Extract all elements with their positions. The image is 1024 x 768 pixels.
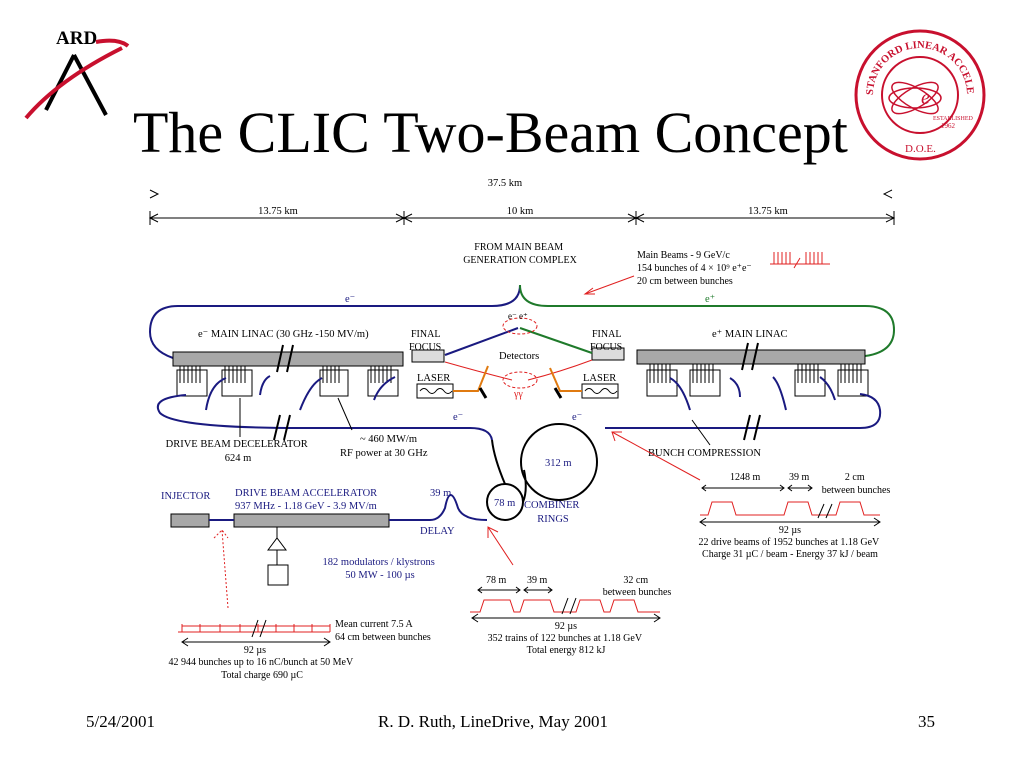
seal-established: ESTABLISHED xyxy=(933,116,974,122)
e-minus-top-label: e⁻ xyxy=(345,294,355,305)
drive-beam-decelerator-label: DRIVE BEAM DECELERATOR 624 m xyxy=(166,439,311,464)
laser-left-label: LASER xyxy=(417,373,450,384)
klystron-icon xyxy=(267,527,287,565)
from-main-beam-label: FROM MAIN BEAM GENERATION COMPLEX xyxy=(463,242,577,266)
center-length-label: 10 km xyxy=(507,206,534,217)
bunch-compression-arrow xyxy=(611,431,701,481)
positron-main-loop xyxy=(519,284,896,357)
right-pulse-a: 1248 m xyxy=(730,472,761,483)
seal-year: 1962 xyxy=(941,122,956,130)
main-beam-pulse-icon xyxy=(770,252,830,269)
delay-label: DELAY xyxy=(420,526,455,537)
left-length-label: 13.75 km xyxy=(258,206,298,217)
slac-seal-logo: STANFORD LINEAR ACCELERATOR CENTER e EST… xyxy=(853,28,986,161)
ard-logo: ARD xyxy=(24,28,130,120)
positron-linac-label: e⁺ MAIN LINAC xyxy=(712,329,788,340)
footer-page-number: 35 xyxy=(918,712,935,731)
electron-linac-label: e⁻ MAIN LINAC (30 GHz -150 MV/m) xyxy=(198,329,369,340)
positron-main-linac xyxy=(636,349,866,365)
e-minus-left-drive-label: e⁻ xyxy=(453,412,463,423)
right-pulse-b: 39 m xyxy=(789,472,810,483)
e-pair-label: e⁻ e⁺ xyxy=(508,311,528,321)
left-pulse-duration: 92 µs xyxy=(244,645,266,656)
bunch-compression-label: BUNCH COMPRESSION xyxy=(648,448,761,459)
middle-pulse-a: 78 m xyxy=(486,575,507,586)
modulators-label: 182 modulators / klystrons 50 MW - 100 µ… xyxy=(323,557,438,581)
drive-beam-lines xyxy=(156,375,882,441)
right-pulse-description: 22 drive beams of 1952 bunches at 1.18 G… xyxy=(698,537,881,560)
modulator-icon xyxy=(267,564,289,586)
e-minus-right-drive-label: e⁻ xyxy=(572,412,582,423)
combiner-ring-312m xyxy=(520,423,598,501)
electron-main-loop xyxy=(148,284,521,359)
footer-date: 5/24/2001 xyxy=(86,712,155,731)
gamma-interaction-point xyxy=(502,371,538,389)
left-pulse-description: 42 944 bunches up to 16 nC/bunch at 50 M… xyxy=(168,657,355,681)
middle-pulse-b: 39 m xyxy=(527,575,548,586)
middle-pulse-diagram xyxy=(470,599,660,613)
middle-pulse-spacing: 32 cm between bunches xyxy=(603,575,672,598)
e-plus-top-label: e⁺ xyxy=(705,294,715,305)
dimension-lines xyxy=(148,189,896,225)
right-pulse-spacing: 2 cm between bunches xyxy=(822,472,891,496)
laser-right-label: LASER xyxy=(583,373,616,384)
drive-beam-accelerator xyxy=(233,513,390,528)
seal-agency: D.O.E. xyxy=(905,143,936,155)
middle-pulse-duration: 92 µs xyxy=(555,621,577,632)
footer-author: R. D. Ruth, LineDrive, May 2001 xyxy=(378,712,608,731)
detectors-label: Detectors xyxy=(499,351,539,362)
drive-beam-decelerator-units xyxy=(176,364,869,397)
laser-left xyxy=(416,383,454,399)
left-pulse-current: Mean current 7.5 A 64 cm between bunches xyxy=(335,619,431,643)
right-pulse-diagram xyxy=(700,501,880,516)
delay-length-label: 39 m xyxy=(430,488,451,499)
ard-logo-text: ARD xyxy=(56,28,97,49)
injector xyxy=(170,513,210,528)
svg-text:e: e xyxy=(921,87,930,109)
main-beams-arrow xyxy=(584,275,635,295)
ee-interaction-point xyxy=(502,317,538,335)
drive-beam-accelerator-label: DRIVE BEAM ACCELERATOR 937 MHz - 1.18 Ge… xyxy=(235,488,380,512)
rf-power-label: ~ 460 MW/m RF power at 30 GHz xyxy=(340,434,428,459)
main-beams-label: Main Beams - 9 GeV/c 154 bunches of 4 × … xyxy=(637,250,754,287)
final-focus-right xyxy=(591,347,625,361)
laser-right xyxy=(581,383,619,399)
ring-78m-label: 78 m xyxy=(494,498,515,509)
right-pulse-duration: 92 µs xyxy=(779,525,801,536)
slide-title: The CLIC Two-Beam Concept xyxy=(133,100,848,165)
injector-label: INJECTOR xyxy=(161,491,210,502)
ring-312m-label: 312 m xyxy=(545,458,572,469)
combiner-rings-label: COMBINER RINGS xyxy=(524,500,582,525)
right-length-label: 13.75 km xyxy=(748,206,788,217)
final-focus-left xyxy=(411,349,445,363)
gamma-gamma-label: γγ xyxy=(513,389,523,400)
middle-pulse-description: 352 trains of 122 bunches at 1.18 GeV To… xyxy=(488,633,645,656)
total-length-label: 37.5 km xyxy=(488,178,522,189)
